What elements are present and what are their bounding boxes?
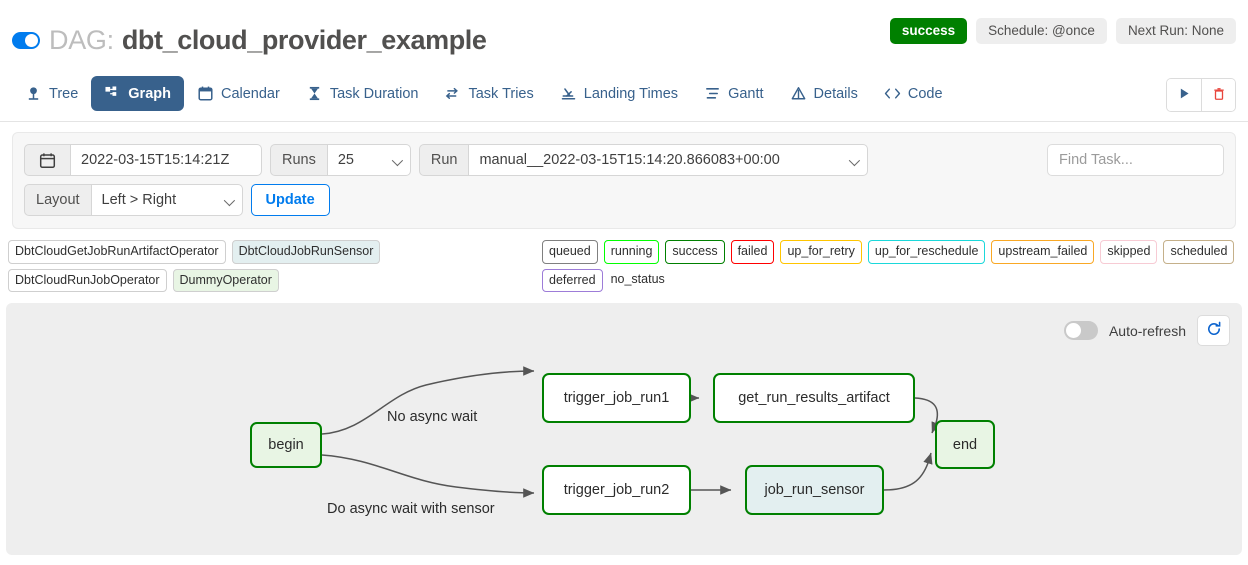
layout-label: Layout bbox=[24, 184, 91, 216]
dag-label: DAG: bbox=[49, 24, 114, 55]
tab-label: Graph bbox=[128, 85, 171, 102]
legend-status-chip[interactable]: scheduled bbox=[1163, 240, 1235, 264]
dag-pause-toggle[interactable] bbox=[12, 31, 40, 49]
schedule-badge[interactable]: Schedule: @once bbox=[976, 18, 1107, 44]
legend-operator-chip[interactable]: DbtCloudJobRunSensor bbox=[231, 240, 381, 264]
update-button[interactable]: Update bbox=[250, 184, 330, 216]
execution-date-input[interactable]: 2022-03-15T15:14:21Z bbox=[70, 144, 262, 176]
retry-icon bbox=[444, 85, 461, 102]
runs-label: Runs bbox=[270, 144, 327, 176]
gantt-icon bbox=[704, 85, 721, 102]
trigger-dag-button[interactable] bbox=[1167, 79, 1201, 111]
graph-node-begin[interactable]: begin bbox=[250, 422, 322, 468]
runs-select[interactable]: 25 bbox=[326, 144, 411, 176]
calendar-icon[interactable] bbox=[24, 144, 70, 176]
tab-task-duration[interactable]: Task Duration bbox=[293, 76, 432, 111]
tab-label: Details bbox=[813, 85, 858, 102]
graph-node-trigger_job_run2[interactable]: trigger_job_run2 bbox=[542, 465, 691, 515]
tab-label: Task Duration bbox=[329, 85, 419, 102]
dag-header: DAG: dbt_cloud_provider_example success … bbox=[0, 0, 1248, 66]
tab-label: Landing Times bbox=[583, 85, 679, 102]
status-badge: success bbox=[889, 18, 968, 44]
tab-label: Calendar bbox=[220, 85, 280, 102]
auto-refresh-toggle[interactable] bbox=[1063, 321, 1098, 340]
legend-operator-chip[interactable]: DummyOperator bbox=[172, 268, 279, 292]
execution-date-group: 2022-03-15T15:14:21Z bbox=[24, 144, 262, 176]
next-run-badge: Next Run: None bbox=[1115, 18, 1236, 44]
graph-node-job_run_sensor[interactable]: job_run_sensor bbox=[745, 465, 884, 515]
legend-status-chip[interactable]: failed bbox=[730, 240, 775, 264]
tab-label: Gantt bbox=[728, 85, 764, 102]
tab-landing-times[interactable]: Landing Times bbox=[547, 76, 691, 111]
layout-select[interactable]: Left > Right bbox=[90, 184, 243, 216]
dag-controls-toolbar: 2022-03-15T15:14:21Z Runs 25 Run manual_… bbox=[12, 132, 1236, 229]
graph-node-end[interactable]: end bbox=[935, 420, 995, 469]
trash-icon bbox=[1212, 87, 1226, 104]
run-label: Run bbox=[418, 144, 469, 176]
dag-action-buttons bbox=[1166, 78, 1236, 112]
tab-details[interactable]: Details bbox=[777, 76, 871, 111]
layout-group: Layout Left > Right bbox=[24, 184, 243, 216]
graph-node-trigger_job_run1[interactable]: trigger_job_run1 bbox=[542, 373, 691, 423]
delete-dag-button[interactable] bbox=[1201, 79, 1235, 111]
legend-status-chip[interactable]: no_status bbox=[610, 271, 665, 286]
graph-node-get_run_results_artifact[interactable]: get_run_results_artifact bbox=[713, 373, 915, 423]
controls-row-1: 2022-03-15T15:14:21Z Runs 25 Run manual_… bbox=[24, 144, 1224, 176]
legend-status-chip[interactable]: up_for_retry bbox=[780, 240, 862, 264]
code-icon bbox=[884, 85, 901, 102]
graph-edge-label: No async wait bbox=[387, 409, 478, 425]
legend-status-chip[interactable]: success bbox=[665, 240, 725, 264]
tree-icon bbox=[25, 85, 42, 102]
graph-icon bbox=[104, 85, 121, 102]
tab-calendar[interactable]: Calendar bbox=[184, 76, 293, 111]
tab-label: Task Tries bbox=[468, 85, 534, 102]
controls-row-2: Layout Left > Right Update bbox=[24, 184, 1224, 216]
refresh-icon bbox=[1206, 321, 1222, 340]
tab-tree[interactable]: Tree bbox=[12, 76, 91, 111]
run-select[interactable]: manual__2022-03-15T15:14:20.866083+00:00 bbox=[468, 144, 869, 176]
graph-edge-label: Do async wait with sensor bbox=[327, 501, 495, 517]
header-badges: success Schedule: @once Next Run: None bbox=[889, 18, 1236, 44]
legend-status-chip[interactable]: skipped bbox=[1100, 240, 1158, 264]
legend-status-chip[interactable]: running bbox=[603, 240, 660, 264]
auto-refresh-label: Auto-refresh bbox=[1108, 322, 1186, 339]
details-icon bbox=[790, 85, 807, 102]
legend-operator-chip[interactable]: DbtCloudRunJobOperator bbox=[8, 268, 167, 292]
legend-operator-chip[interactable]: DbtCloudGetJobRunArtifactOperator bbox=[8, 240, 226, 264]
graph-tools: Auto-refresh bbox=[1063, 315, 1230, 346]
tab-gantt[interactable]: Gantt bbox=[691, 76, 776, 111]
graph-edges bbox=[321, 366, 941, 498]
hourglass-icon bbox=[306, 85, 323, 102]
play-icon bbox=[1178, 87, 1191, 103]
refresh-button[interactable] bbox=[1197, 315, 1230, 346]
page-title: dbt_cloud_provider_example bbox=[121, 24, 487, 55]
legend-status-chip[interactable]: up_for_reschedule bbox=[867, 240, 986, 264]
landing-icon bbox=[560, 85, 577, 102]
tab-label: Tree bbox=[49, 85, 79, 102]
view-tabs: Tree Graph Calendar Task Duration Task T… bbox=[0, 66, 1248, 122]
calendar-icon bbox=[197, 85, 214, 102]
tab-graph[interactable]: Graph bbox=[91, 76, 184, 111]
legend-status-chip[interactable]: deferred bbox=[542, 268, 603, 292]
run-group: Run manual__2022-03-15T15:14:20.866083+0… bbox=[418, 144, 869, 176]
tab-label: Code bbox=[907, 85, 943, 102]
legend-status-chip[interactable]: queued bbox=[542, 240, 598, 264]
tab-task-tries[interactable]: Task Tries bbox=[431, 76, 546, 111]
tab-code[interactable]: Code bbox=[871, 76, 956, 111]
legend-status-chip[interactable]: upstream_failed bbox=[991, 240, 1095, 264]
runs-group: Runs 25 bbox=[270, 144, 411, 176]
find-task-input[interactable]: Find Task... bbox=[1047, 144, 1224, 176]
